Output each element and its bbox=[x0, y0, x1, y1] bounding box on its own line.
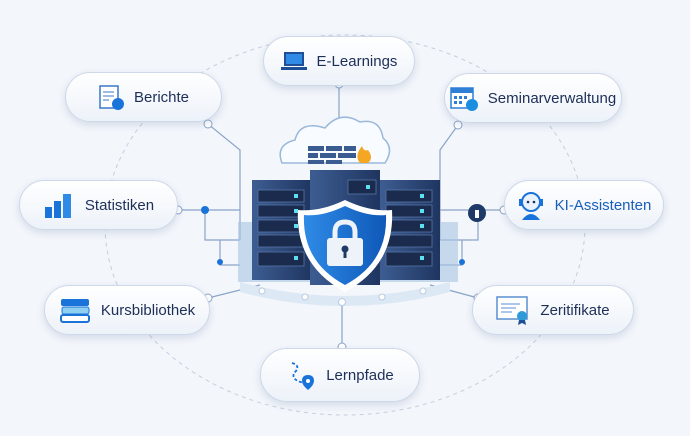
node-lernpfade[interactable]: Lernpfade bbox=[260, 348, 420, 402]
node-label: Kursbibliothek bbox=[100, 301, 196, 319]
node-ki-assistenten[interactable]: KI-Assistenten bbox=[504, 180, 664, 230]
books-icon bbox=[59, 299, 90, 323]
node-berichte[interactable]: Berichte bbox=[65, 72, 222, 122]
certificate-icon bbox=[496, 296, 529, 325]
connector-lines bbox=[178, 84, 504, 347]
shield-lock-icon bbox=[297, 200, 393, 292]
robot-icon bbox=[518, 192, 543, 220]
node-seminarverwaltung[interactable]: Seminarverwaltung bbox=[444, 73, 622, 123]
laptop-icon bbox=[280, 52, 307, 70]
node-label: KI-Assistenten bbox=[554, 196, 652, 214]
node-e-learnings[interactable]: E-Learnings bbox=[263, 36, 415, 86]
node-statistiken[interactable]: Statistiken bbox=[19, 180, 178, 230]
node-kursbibliothek[interactable]: Kursbibliothek bbox=[44, 285, 210, 335]
node-label: Statistiken bbox=[84, 196, 155, 214]
path-icon bbox=[291, 362, 315, 390]
cloud-firewall-icon bbox=[279, 116, 391, 164]
node-label: Seminarverwaltung bbox=[487, 89, 617, 107]
bar-chart-icon bbox=[44, 194, 71, 218]
node-label: Lernpfade bbox=[326, 366, 394, 384]
report-icon bbox=[99, 85, 124, 110]
node-label: E-Learnings bbox=[316, 52, 398, 70]
calendar-icon bbox=[450, 87, 478, 111]
node-label: Berichte bbox=[133, 88, 190, 106]
node-label: Zeritifikate bbox=[540, 301, 610, 319]
node-zeritifikate[interactable]: Zeritifikate bbox=[472, 285, 634, 335]
